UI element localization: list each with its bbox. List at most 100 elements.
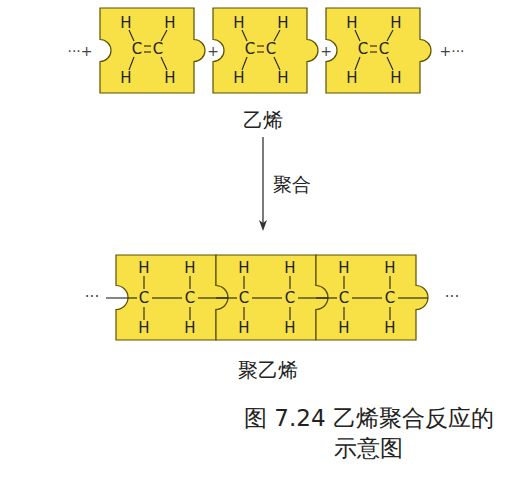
chemical-bond <box>143 307 144 320</box>
atom-symbol: H <box>120 71 131 86</box>
atom-symbol: H <box>120 16 131 31</box>
atom-symbol: C <box>185 291 195 306</box>
reaction-label: 聚合 <box>273 175 311 194</box>
ellipsis: ··· <box>445 290 459 305</box>
chemical-bond <box>355 30 360 41</box>
piece-outline <box>213 8 318 93</box>
chemical-bond <box>161 30 167 41</box>
chemical-bond <box>252 297 282 298</box>
chemical-bond <box>143 276 144 289</box>
atom-symbol: H <box>384 261 395 276</box>
atom-symbol: H <box>338 321 349 336</box>
piece-shape <box>213 8 318 93</box>
atom-symbol: H <box>138 261 149 276</box>
atom-symbol: H <box>384 321 395 336</box>
atom-symbol: H <box>233 71 244 86</box>
piece-shape <box>216 255 328 340</box>
chemical-bond <box>106 297 137 298</box>
chemical-bond <box>289 276 290 289</box>
atom-symbol: C <box>358 42 368 57</box>
atom-symbol: C <box>139 291 149 306</box>
chemical-bond <box>370 51 377 52</box>
chemical-bond <box>274 30 280 41</box>
chemical-bond <box>343 307 344 320</box>
atom-symbol: H <box>346 16 357 31</box>
puzzle-piece: HHCCHH <box>116 255 216 340</box>
chemical-bond <box>257 51 264 52</box>
piece-outline <box>316 255 428 340</box>
atom-symbol: C <box>339 291 349 306</box>
ellipsis: ··· <box>85 290 99 305</box>
chemical-bond <box>352 297 382 298</box>
atom-symbol: H <box>184 261 195 276</box>
piece-shape <box>316 255 428 340</box>
chemical-bond <box>189 307 190 320</box>
atom-symbol: H <box>238 261 249 276</box>
atom-symbol: C <box>379 42 389 57</box>
chemical-bond <box>370 45 377 46</box>
puzzle-piece: HHCCHH <box>326 8 420 93</box>
puzzle-piece: HHCCHH <box>213 8 307 93</box>
plus-sign: + <box>207 44 219 58</box>
arrow-head <box>259 220 267 231</box>
piece-shape <box>100 8 205 93</box>
atom-symbol: H <box>284 261 295 276</box>
atom-symbol: H <box>164 16 175 31</box>
chemical-bond <box>289 307 290 320</box>
chemical-bond <box>316 297 337 298</box>
chemical-bond <box>243 276 244 289</box>
atom-symbol: H <box>164 71 175 86</box>
atom-symbol: H <box>338 261 349 276</box>
puzzle-piece: HHCCHH <box>100 8 194 93</box>
atom-symbol: H <box>238 321 249 336</box>
chemical-bond <box>129 57 134 70</box>
polymer-name: 聚乙烯 <box>238 360 298 380</box>
chemical-bond <box>387 30 393 41</box>
chemical-bond <box>398 297 428 298</box>
chemical-bond <box>144 51 151 52</box>
chemical-bond <box>152 297 182 298</box>
atom-symbol: H <box>346 71 357 86</box>
figure-caption: 图 7.24 乙烯聚合反应的示意图 <box>244 404 516 464</box>
chemical-bond <box>161 57 167 70</box>
atom-symbol: H <box>284 321 295 336</box>
chemical-bond <box>257 45 264 46</box>
chemical-bond <box>243 307 244 320</box>
atom-symbol: C <box>132 42 142 57</box>
atom-symbol: H <box>233 16 244 31</box>
plus-sign: + <box>320 44 332 58</box>
chemical-bond <box>129 30 134 41</box>
atom-symbol: C <box>285 291 295 306</box>
chemical-bond <box>387 57 393 70</box>
chemical-bond <box>343 276 344 289</box>
arrow-shaft <box>262 137 263 226</box>
atom-symbol: C <box>385 291 395 306</box>
atom-symbol: H <box>277 16 288 31</box>
ellipsis-plus: ···+ <box>67 44 92 58</box>
atom-symbol: H <box>390 16 401 31</box>
chemical-bond <box>274 57 280 70</box>
atom-symbol: H <box>138 321 149 336</box>
plus-ellipsis: +··· <box>439 44 464 58</box>
puzzle-piece: HHCCHH <box>216 255 316 340</box>
chemical-bond <box>144 45 151 46</box>
chemical-bond <box>389 307 390 320</box>
chemical-bond <box>189 276 190 289</box>
atom-symbol: H <box>390 71 401 86</box>
piece-outline <box>326 8 431 93</box>
chemical-bond <box>389 276 390 289</box>
chemical-bond <box>242 30 247 41</box>
atom-symbol: H <box>277 71 288 86</box>
piece-shape <box>326 8 431 93</box>
chemical-bond <box>216 297 237 298</box>
atom-symbol: C <box>266 42 276 57</box>
chemical-bond <box>355 57 360 70</box>
atom-symbol: H <box>184 321 195 336</box>
atom-symbol: C <box>239 291 249 306</box>
atom-symbol: C <box>153 42 163 57</box>
puzzle-piece: HHCCHH <box>316 255 416 340</box>
piece-outline <box>216 255 328 340</box>
atom-symbol: C <box>245 42 255 57</box>
chemical-bond <box>242 57 247 70</box>
piece-outline <box>100 8 205 93</box>
